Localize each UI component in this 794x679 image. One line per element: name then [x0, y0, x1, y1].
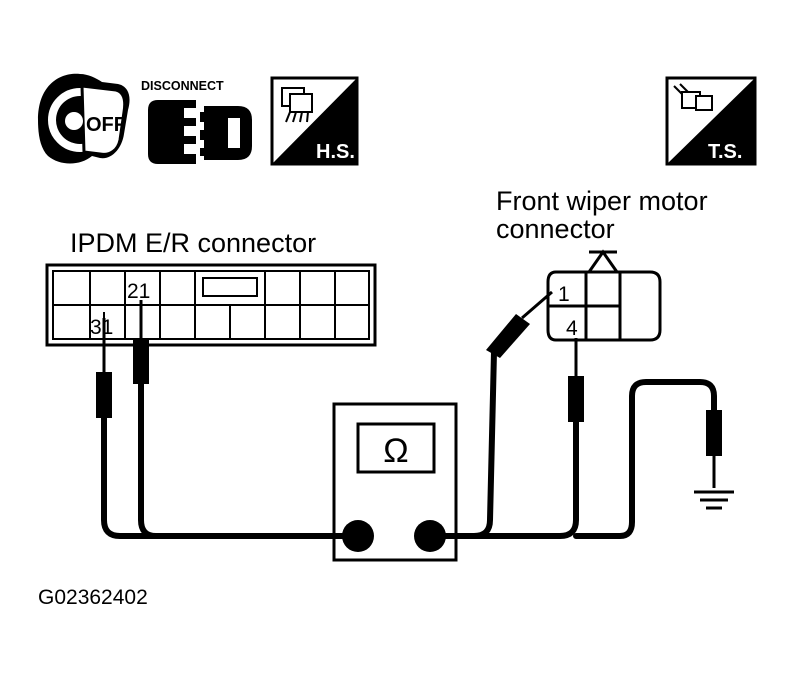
ipdm-connector [45, 263, 377, 347]
harness-side-label: H.S. [316, 141, 355, 163]
ignition-key-off-icon: OFF [38, 73, 130, 164]
probe-wiper-1 [486, 290, 553, 358]
ohm-symbol: Ω [383, 432, 408, 470]
probe-ipdm-31 [96, 312, 112, 418]
disconnect-label: DISCONNECT [141, 79, 224, 93]
probe-ipdm-21 [133, 300, 149, 384]
ignition-off-text: OFF [86, 114, 126, 136]
ipdm-pin-21: 21 [127, 280, 150, 303]
test-leads [101, 349, 717, 539]
probe-ground [706, 410, 722, 488]
figure-id: G02362402 [38, 586, 148, 609]
probe-wiper-4 [568, 338, 584, 422]
harness-side-connector-icon: H.S. [270, 76, 359, 166]
wiper-connector-label-line2: connector [496, 214, 615, 244]
ipdm-pin-31: 31 [90, 316, 113, 339]
wiper-pin-4: 4 [566, 317, 578, 340]
ohmmeter-icon [332, 402, 458, 562]
wiper-pin-1: 1 [558, 283, 570, 306]
wiper-motor-connector [546, 249, 662, 342]
wiper-connector-label-line1: Front wiper motor [496, 186, 708, 216]
terminal-side-connector-icon: T.S. [665, 76, 757, 166]
ground-icon [694, 490, 734, 510]
ipdm-connector-label: IPDM E/R connector [70, 228, 316, 258]
connector-disconnect-icon: DISCONNECT [141, 79, 252, 164]
terminal-side-label: T.S. [708, 141, 742, 163]
